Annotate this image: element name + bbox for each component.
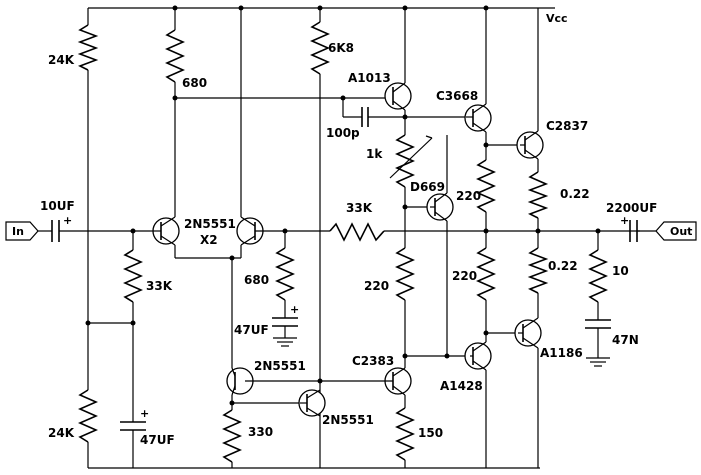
label-c2837: C2837 <box>546 119 588 133</box>
label-47n: 47N <box>612 333 639 347</box>
label-2n5551-pair: 2N5551 <box>184 217 236 231</box>
capacitor-10uf: + 10UF <box>40 199 75 242</box>
label-1k: 1k <box>366 147 383 161</box>
resistor-330 <box>222 409 242 463</box>
label-24k-bot: 24K <box>48 426 75 440</box>
transistor-2n5551-source <box>226 367 320 396</box>
transistor-c2383 <box>384 367 412 396</box>
label-10: 10 <box>612 264 629 278</box>
label-2n5551-source: 2N5551 <box>254 359 306 373</box>
resistor-220-driver-top <box>476 159 496 213</box>
label-150: 150 <box>418 426 443 440</box>
label-47uf-mid: 47UF <box>234 323 269 337</box>
label-d669: D669 <box>410 180 445 194</box>
capacitor-47uf-mid: + 47UF <box>234 303 299 337</box>
resistor-6k8 <box>310 21 330 75</box>
svg-text:+: + <box>63 214 72 227</box>
transistor-a1186 <box>514 317 542 349</box>
capacitor-47n: 47N <box>585 319 639 347</box>
transistor-2n5551-pair-left <box>150 216 180 246</box>
resistor-220-driver-bot <box>476 247 496 301</box>
label-220-driver-bot: 220 <box>452 269 477 283</box>
resistor-680-mid <box>275 247 295 301</box>
transistor-2n5551-pair-right <box>236 216 285 246</box>
resistor-022-bot <box>527 247 549 294</box>
resistor-022-top <box>527 171 549 219</box>
label-330: 330 <box>248 425 273 439</box>
ground-symbol-mid <box>273 337 297 347</box>
label-10uf: 10UF <box>40 199 75 213</box>
input-label: In <box>12 225 24 238</box>
label-a1428: A1428 <box>440 379 483 393</box>
label-022-top: 0.22 <box>560 187 590 201</box>
label-2200uf: 2200UF <box>606 201 657 215</box>
resistor-10 <box>588 249 608 303</box>
capacitor-100p: 100p <box>326 107 405 140</box>
capacitor-2200uf: + 2200UF <box>606 201 657 242</box>
label-x2: X2 <box>200 233 218 247</box>
svg-text:+: + <box>620 214 629 227</box>
label-a1186: A1186 <box>540 346 583 360</box>
label-47uf-left: 47UF <box>140 433 175 447</box>
transistor-a1428 <box>464 341 492 371</box>
label-c2383: C2383 <box>352 354 394 368</box>
label-680-top: 680 <box>182 76 207 90</box>
label-2n5551-ref: 2N5551 <box>322 413 374 427</box>
output-port[interactable]: Out <box>655 221 697 241</box>
label-24k-top: 24K <box>48 53 75 67</box>
label-33k-bias: 33K <box>146 279 173 293</box>
transistor-c2837 <box>516 130 544 160</box>
label-220-driver-top: 220 <box>456 189 481 203</box>
resistor-1k-trim <box>395 134 415 188</box>
label-100p: 100p <box>326 126 360 140</box>
label-33k-feedback: 33K <box>346 201 373 215</box>
resistor-33k-feedback <box>329 222 385 242</box>
ground-symbol-output <box>586 357 610 367</box>
label-a1013: A1013 <box>348 71 391 85</box>
transistor-a1013 <box>384 82 412 111</box>
resistor-24k-bot <box>78 389 98 443</box>
label-c3668: C3668 <box>436 89 478 103</box>
resistor-150 <box>395 407 415 461</box>
transistor-d669 <box>426 192 454 222</box>
input-port[interactable]: In <box>5 221 39 241</box>
svg-text:+: + <box>140 407 149 420</box>
label-6k8: 6K8 <box>328 41 354 55</box>
label-022-bot: 0.22 <box>548 259 578 273</box>
resistor-33k-bias <box>123 249 143 303</box>
resistor-680-top <box>165 29 185 83</box>
label-680-mid: 680 <box>244 273 269 287</box>
capacitor-47uf-left: + 47UF <box>120 407 175 447</box>
transistor-2n5551-ref <box>298 389 326 417</box>
svg-text:+: + <box>290 303 299 316</box>
transistor-c3668 <box>464 103 492 133</box>
resistor-24k-top <box>77 24 99 71</box>
resistor-220-vas <box>395 247 415 301</box>
label-220-vas: 220 <box>364 279 389 293</box>
vcc-label: Vcc <box>546 12 568 25</box>
output-label: Out <box>670 225 692 238</box>
